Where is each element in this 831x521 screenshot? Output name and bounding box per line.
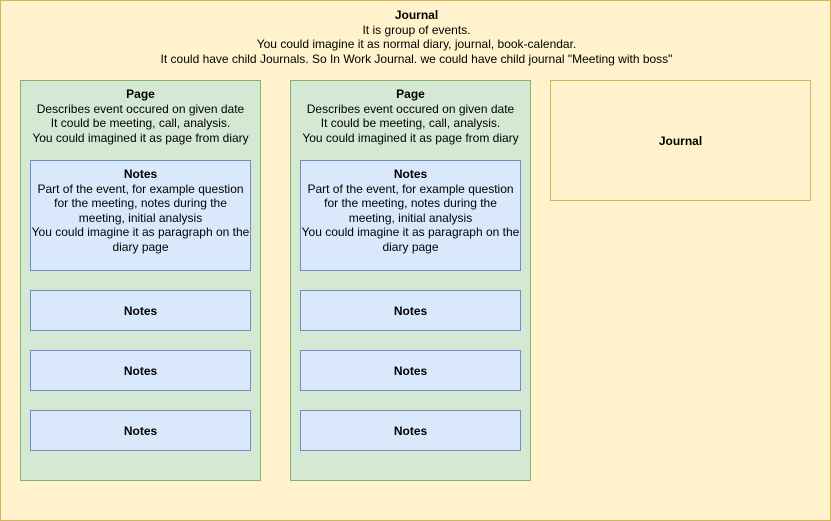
notes-box: Notes [30,350,251,391]
notes-box: Notes [30,410,251,451]
notes-box: Notes [300,350,521,391]
notes-desc-line: meeting, initial analysis [348,210,473,225]
page-desc-line: Describes event occured on given date [36,101,245,116]
notes-desc-line: for the meeting, notes during the [54,196,227,210]
page-label: Page Describes event occured on given da… [21,87,260,145]
page-desc-line: It could be meeting, call, analysis. [320,116,501,130]
notes-desc-line: You could imagine it as paragraph on the [31,225,250,239]
notes-title: Notes [393,363,428,378]
notes-box: Notes [300,290,521,331]
notes-title: Notes [393,167,428,181]
notes-title: Notes [123,423,158,438]
child-journal-box: Journal [550,80,811,201]
page-title: Page [396,87,425,101]
page-desc-line: It could be meeting, call, analysis. [50,116,231,130]
notes-desc-line: Part of the event, for example question [307,181,514,196]
notes-title: Notes [123,167,158,181]
notes-desc-line: diary page [382,239,439,254]
page-title: Page [126,87,155,101]
notes-desc-line: You could imagine it as paragraph on the [301,225,520,239]
journal-desc-line: You could imagine it as normal diary, jo… [256,37,577,51]
notes-box: Notes [30,290,251,331]
page-desc-line: You could imagined it as page from diary [32,130,249,145]
notes-desc-line: for the meeting, notes during the [324,196,497,210]
notes-desc-line: meeting, initial analysis [78,210,203,225]
page-desc-line: You could imagined it as page from diary [302,130,519,145]
child-journal-title: Journal [658,133,703,148]
journal-desc-line: It is group of events. [362,22,471,37]
page-desc-line: Describes event occured on given date [306,101,515,116]
notes-title: Notes [123,303,158,318]
notes-detail-box: Notes Part of the event, for example que… [300,160,521,271]
notes-box: Notes [300,410,521,451]
notes-desc-line: Part of the event, for example question [37,181,244,196]
notes-desc-line: diary page [112,239,169,254]
notes-label: Notes Part of the event, for example que… [301,167,520,254]
notes-title: Notes [393,303,428,318]
notes-label: Notes Part of the event, for example que… [31,167,250,254]
journal-title: Journal [394,8,439,22]
page-label: Page Describes event occured on given da… [291,87,530,145]
notes-detail-box: Notes Part of the event, for example que… [30,160,251,271]
journal-label: Journal It is group of events. You could… [1,8,831,66]
notes-title: Notes [393,423,428,438]
journal-desc-line: It could have child Journals. So In Work… [160,51,673,66]
notes-title: Notes [123,363,158,378]
